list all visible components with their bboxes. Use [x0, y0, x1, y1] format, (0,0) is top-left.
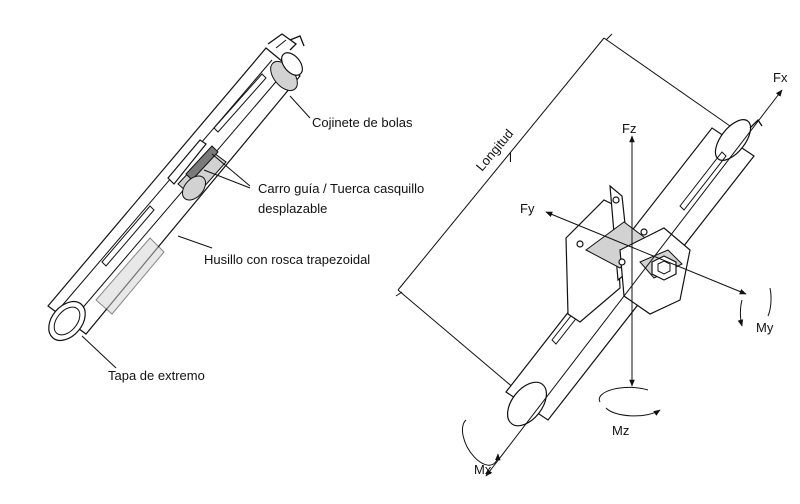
label-carriage-line1: Carro guía / Tuerca casquillo: [258, 181, 424, 196]
moment-mz-label: Mz: [612, 423, 629, 438]
actuator-cutaway: [47, 47, 301, 335]
ball-bearing: [267, 33, 305, 92]
force-fx-label: Fx: [773, 70, 788, 85]
force-fz-label: Fz: [622, 121, 636, 136]
force-fy-label: Fy: [520, 201, 535, 216]
label-end-cap: Tapa de extremo: [108, 368, 205, 383]
guide-carriage: [167, 139, 227, 201]
moment-mx-label: Mx: [474, 462, 492, 477]
end-cap: [48, 300, 86, 342]
force-vectors: [485, 89, 783, 477]
label-spindle: Husillo con rosca trapezoidal: [204, 252, 370, 267]
leader-lines: [81, 95, 311, 369]
moment-my-label: My: [756, 320, 774, 335]
moment-arrows: [461, 287, 772, 466]
label-carriage-line2: desplazable: [258, 201, 327, 216]
label-ball-bearing: Cojinete de bolas: [312, 115, 413, 130]
length-symbol: l: [509, 150, 512, 165]
